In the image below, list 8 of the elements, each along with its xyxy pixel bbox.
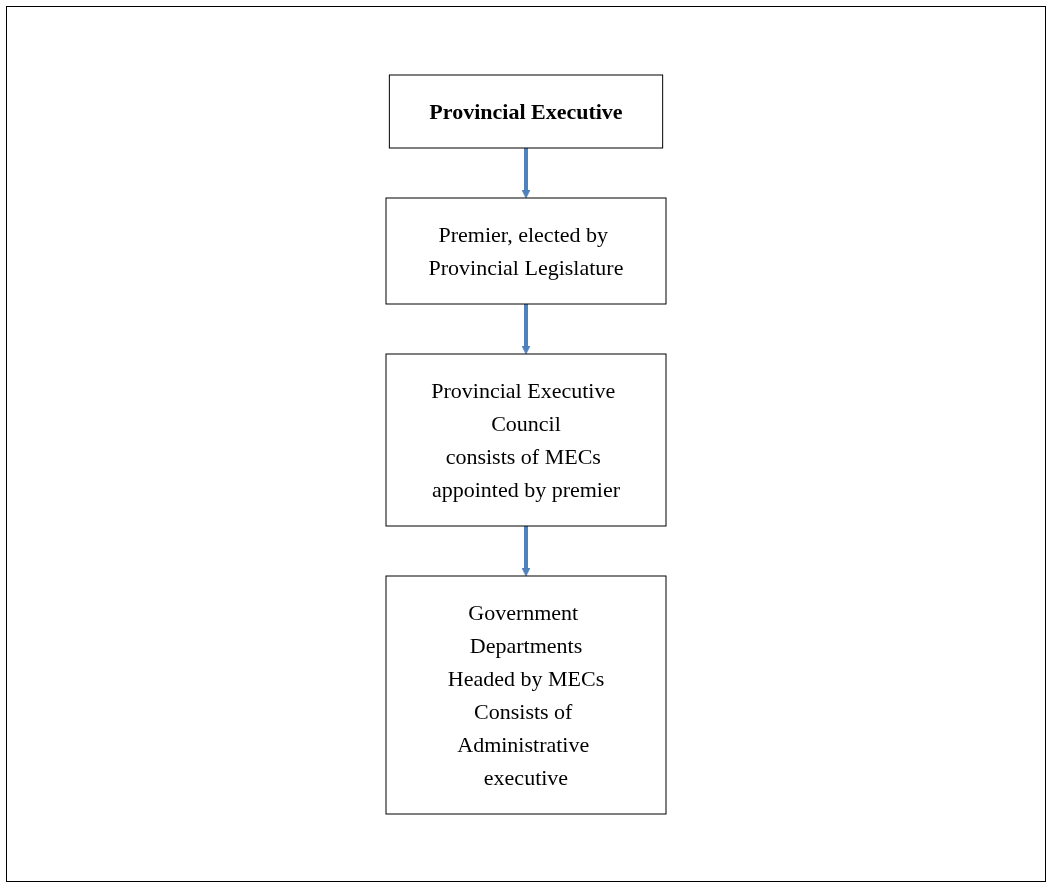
- node-box: [388, 74, 664, 148]
- arrow: [521, 303, 531, 354]
- page-border: Provincial Executive Premier, elected by Provincial Legislature Provincial Executive Council consists of MECs appointed by premier Government Departments Headed by MECs Consists of Administrative executive: [6, 6, 1046, 882]
- node-box: [385, 353, 667, 526]
- node-box: [385, 575, 667, 814]
- node-box: [385, 197, 667, 304]
- arrow: [521, 525, 531, 576]
- arrow: [521, 147, 531, 198]
